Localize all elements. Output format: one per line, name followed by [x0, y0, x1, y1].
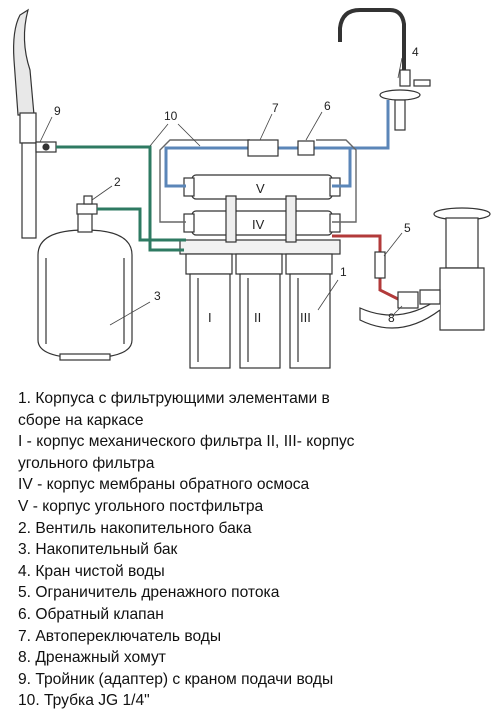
- ro-system-diagram: 9 10 2 7 6 4 5 1 3 8 I II III IV V: [13, 8, 491, 369]
- legend-line: 8. Дренажный хомут: [18, 649, 166, 667]
- legend-line: 6. Обратный клапан: [18, 605, 164, 623]
- legend-line: V - корпус угольного постфильтра: [18, 497, 264, 515]
- callout-2: 2: [114, 175, 121, 189]
- callout-5: 5: [404, 221, 411, 235]
- legend-line: угольного фильтра: [18, 454, 155, 472]
- blue-tubes: [164, 100, 390, 188]
- callout-6: 6: [324, 99, 331, 113]
- legend-line: I - корпус механического фильтра II, III…: [18, 433, 355, 451]
- legend-line: 7. Автопереключатель воды: [18, 627, 222, 645]
- callout-7: 7: [272, 101, 279, 115]
- housing-label-I: I: [208, 310, 212, 325]
- legend-line: IV - корпус мембраны обратного осмоса: [18, 476, 310, 494]
- housing-label-III: III: [300, 310, 311, 325]
- grey-tubes: [159, 139, 357, 223]
- leader-lines: [39, 57, 403, 326]
- callout-1: 1: [340, 265, 347, 279]
- legend-line: сборе на каркасе: [18, 411, 144, 429]
- filter-housings: [179, 239, 341, 369]
- membrane-and-postfilter: [183, 174, 341, 243]
- green-tubes: [56, 145, 186, 252]
- legend: 1. Корпуса с фильтрующими элементами в сб…: [18, 388, 488, 712]
- housing-label-IV: IV: [252, 217, 265, 232]
- flow-restrictor: [374, 251, 386, 279]
- auto-shutoff-valve: [247, 139, 279, 157]
- legend-line: 10. Трубка JG 1/4": [18, 692, 150, 710]
- callout-8: 8: [388, 311, 395, 325]
- legend-line: 3. Накопительный бак: [18, 541, 178, 559]
- legend-line: 4. Кран чистой воды: [18, 562, 165, 580]
- check-valve: [297, 140, 315, 156]
- callout-9: 9: [54, 104, 61, 118]
- tee-adapter-valve: [35, 141, 57, 153]
- faucet: [338, 8, 431, 131]
- legend-line: 2. Вентиль накопительного бака: [18, 519, 252, 537]
- callout-10: 10: [164, 109, 178, 123]
- legend-line: 9. Тройник (адаптер) с краном подачи вод…: [18, 670, 334, 688]
- callout-4: 4: [412, 45, 419, 59]
- housing-label-II: II: [254, 310, 261, 325]
- storage-tank: [37, 211, 133, 361]
- callout-3: 3: [154, 289, 161, 303]
- legend-line: 1. Корпуса с фильтрующими элементами в: [18, 390, 330, 407]
- legend-line: 5. Ограничитель дренажного потока: [18, 584, 280, 602]
- sink-siphon: [359, 207, 491, 331]
- inlet-pipe: [13, 8, 37, 239]
- housing-label-V: V: [256, 181, 265, 196]
- drain-saddle: [397, 291, 419, 309]
